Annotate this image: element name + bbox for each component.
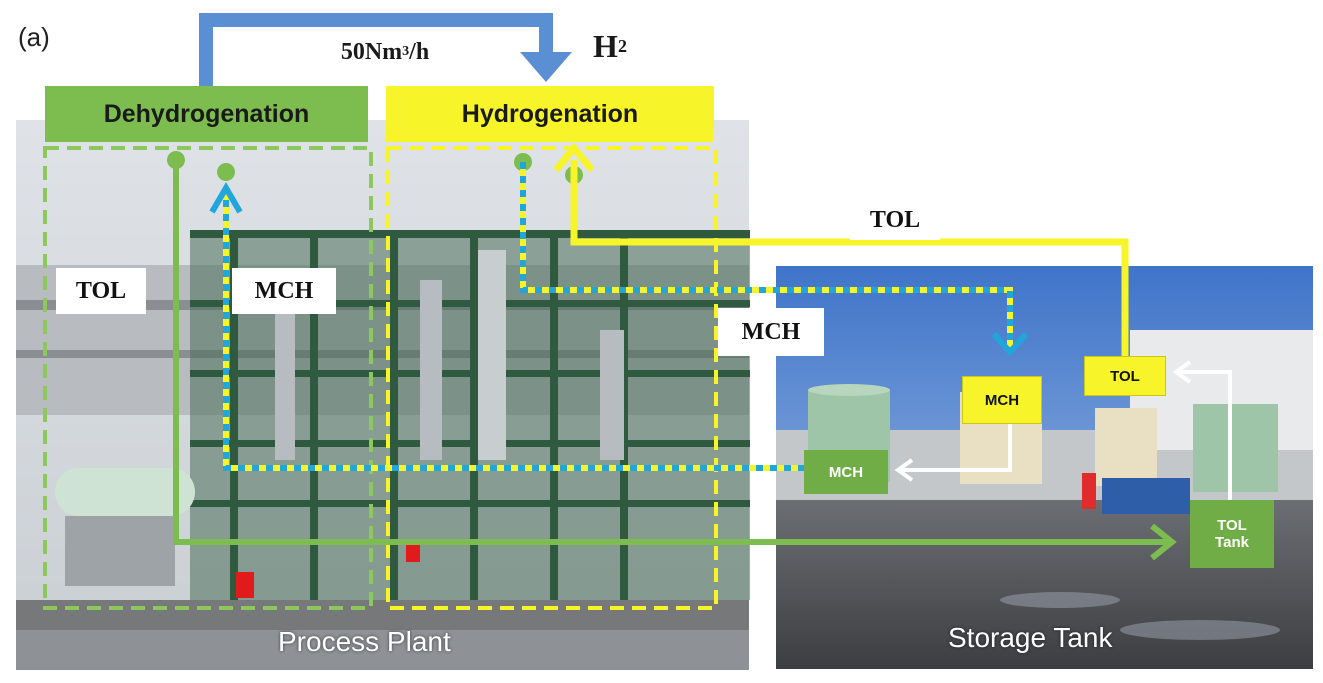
mch-supply-line-dash <box>223 190 805 471</box>
h2-flow-arrow <box>199 13 553 88</box>
process-plant-caption: Process Plant <box>278 626 451 657</box>
tol-transfer-arrow <box>1178 370 1232 500</box>
mch-supply-arrowhead <box>209 182 243 214</box>
tol-tank-line2: Tank <box>1215 534 1249 551</box>
mch-transfer-arrow <box>900 424 1012 472</box>
tol-return-arrowhead <box>553 142 595 173</box>
hydrogenation-boundary <box>386 146 718 610</box>
hydrogen-subscript: 2 <box>617 35 627 56</box>
mch-product-line-dash <box>520 162 1013 350</box>
mch-label-middle: MCH <box>718 308 824 356</box>
tol-return-line <box>570 160 1129 360</box>
hydrogenation-unit: Hydrogenation <box>386 86 714 142</box>
mch-label-left: MCH <box>232 268 336 314</box>
tol-flow-arrowhead <box>1150 523 1177 561</box>
dehydrogenation-unit: Dehydrogenation <box>45 86 368 142</box>
hydrogen-symbol: H <box>593 27 618 64</box>
mch-box-label: MCH <box>804 450 888 494</box>
mch-product-arrowhead <box>991 332 1029 357</box>
tol-flow-line <box>173 160 1170 545</box>
tol-tank-label: TOL Tank <box>1190 500 1274 568</box>
flow-rate-value: 50Nm <box>340 38 403 65</box>
process-plant-photo <box>16 120 750 670</box>
mch-tank-label: MCH <box>962 376 1042 424</box>
tol-box-label: TOL <box>1084 356 1166 396</box>
tol-label-top: TOL <box>850 200 940 240</box>
mch-transfer-arrowhead <box>894 458 914 482</box>
dehydrogenation-boundary <box>43 146 373 610</box>
figure-label: (a) <box>18 21 50 52</box>
flow-rate-superscript: 3 <box>402 44 410 59</box>
h2-arrowhead <box>520 52 572 82</box>
flow-rate-unit: /h <box>409 38 430 65</box>
tol-label-left: TOL <box>56 268 146 314</box>
tol-transfer-arrowhead <box>1172 360 1192 384</box>
mch-inlet-port <box>217 163 235 181</box>
tol-tank-line1: TOL <box>1217 517 1247 534</box>
storage-tank-caption: Storage Tank <box>948 622 1113 653</box>
